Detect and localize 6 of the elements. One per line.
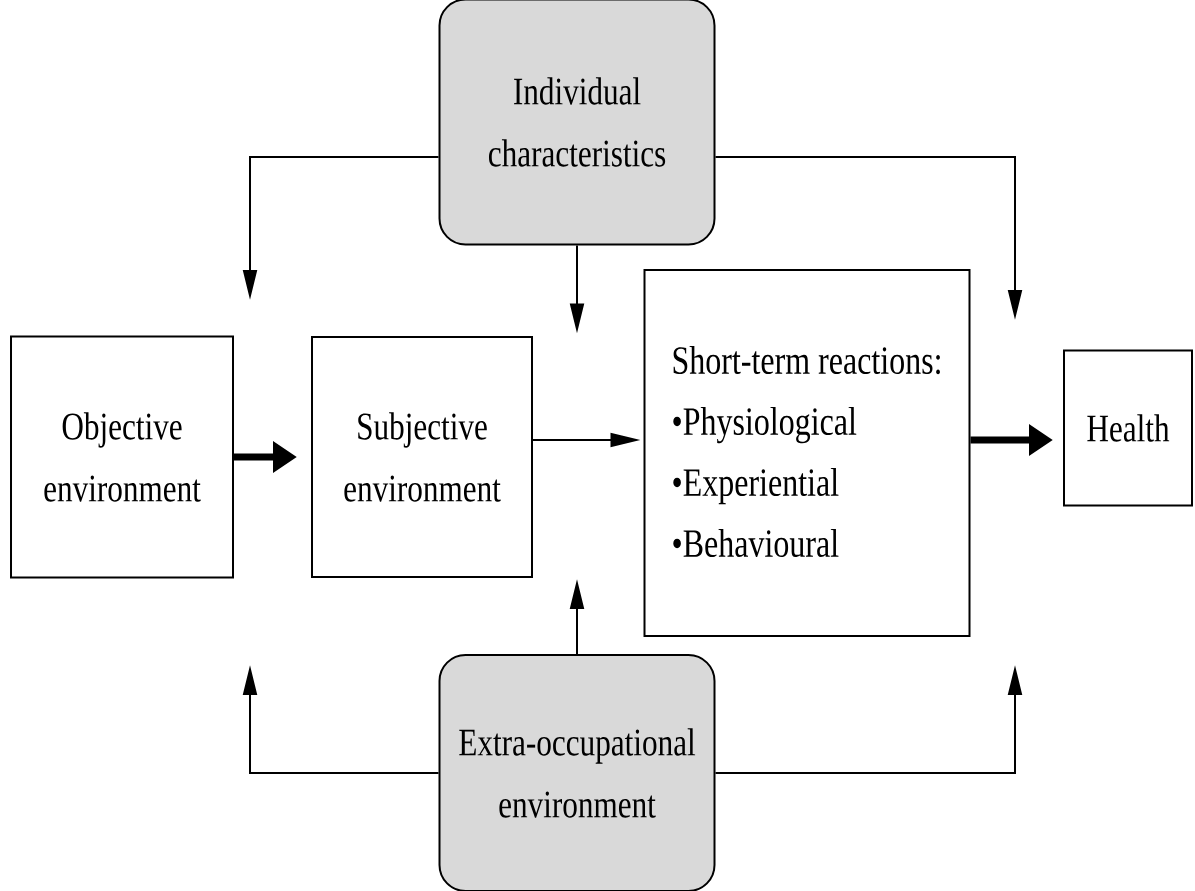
process-box: Short-term reactions: •Physiological •Experiential •Behavioural: [643, 269, 971, 637]
rounded-box: Individual characteristics: [438, 0, 716, 246]
rounded-box: Extra-occupational environment: [438, 654, 716, 891]
process-box: Health: [1063, 349, 1193, 507]
process-box: Subjective environment: [311, 336, 533, 578]
process-box: Objective environment: [10, 335, 234, 579]
